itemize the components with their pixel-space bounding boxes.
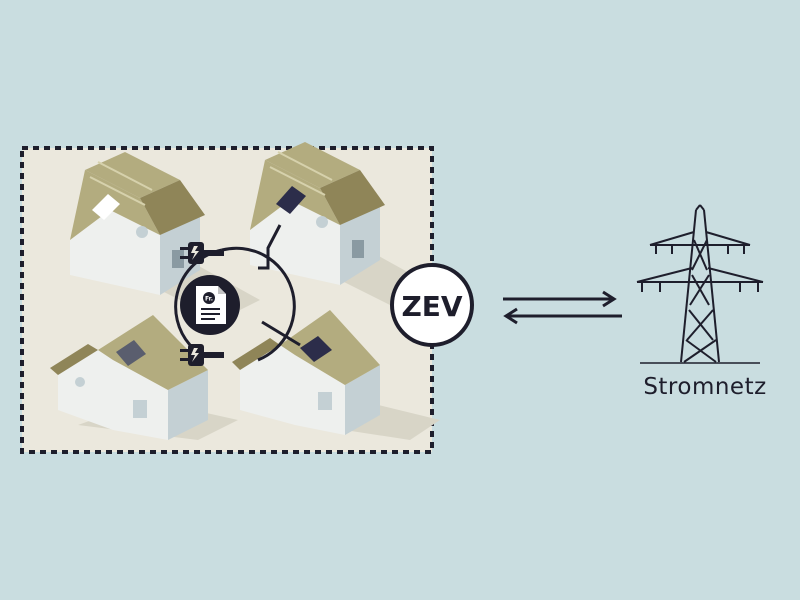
zev-hub: ZEV xyxy=(390,263,474,347)
house-icon xyxy=(232,310,440,440)
solar-panel-icon xyxy=(300,336,332,362)
house-icon xyxy=(50,315,238,440)
invoice-badge: Fr. xyxy=(205,296,213,303)
solar-panel-icon xyxy=(276,186,306,214)
skylight xyxy=(92,194,120,220)
skylight xyxy=(116,340,146,366)
zev-label: ZEV xyxy=(401,290,462,323)
invoice-document-icon: Fr. xyxy=(180,275,240,335)
connection-line xyxy=(221,246,296,362)
plug-icon xyxy=(180,344,224,366)
plug-icon xyxy=(180,242,224,264)
grid-label: Stromnetz xyxy=(643,374,767,400)
solar-feed-line xyxy=(261,320,301,347)
house-icon xyxy=(250,142,440,310)
power-pylon-icon xyxy=(636,204,764,364)
exchange-arrows-icon xyxy=(503,290,622,325)
solar-feed-line xyxy=(258,224,282,270)
